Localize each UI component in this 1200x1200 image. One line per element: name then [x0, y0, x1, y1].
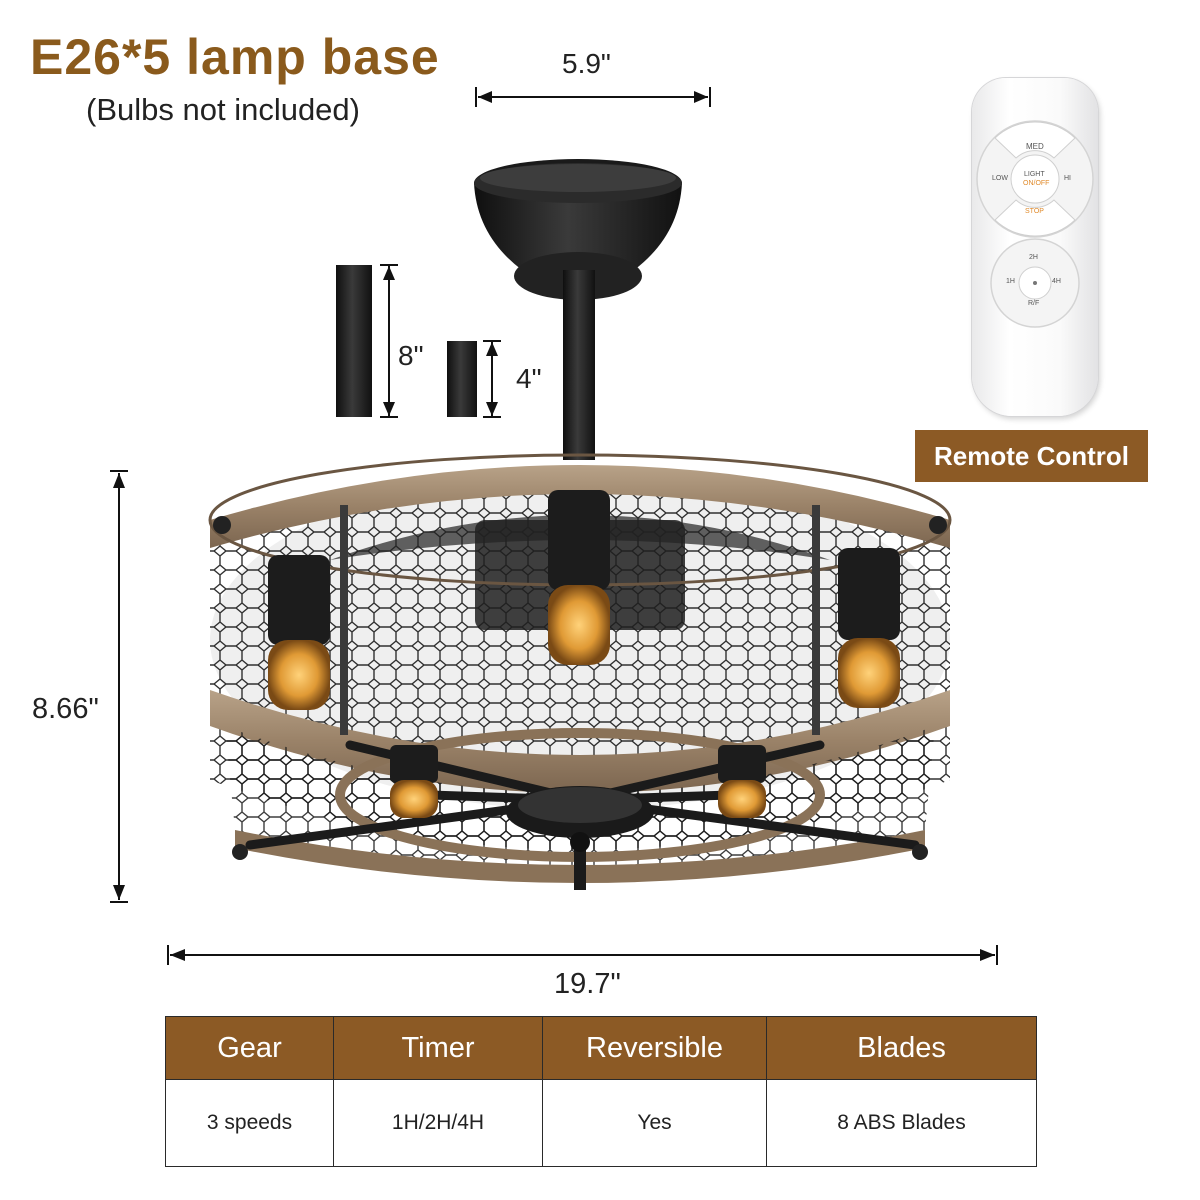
specs-value-row: 3 speeds 1H/2H/4H Yes 8 ABS Blades — [165, 1079, 1037, 1167]
spec-header-gear: Gear — [165, 1016, 334, 1080]
downrod-8in — [336, 265, 372, 417]
fan-downrod — [563, 270, 595, 460]
downrod-8in-label: 8" — [398, 340, 424, 371]
remote-onoff-label: ON/OFF — [1023, 180, 1050, 187]
remote-light-label: LIGHT — [1024, 171, 1045, 178]
remote-control-badge: Remote Control — [915, 430, 1148, 482]
spec-value-reversible: Yes — [542, 1079, 767, 1167]
canopy-width-dimension — [475, 87, 711, 107]
remote-med-label: MED — [1026, 142, 1044, 151]
lamp-sockets — [268, 490, 900, 783]
remote-1h-label: 1H — [1006, 278, 1015, 285]
remote-hi-label: HI — [1064, 175, 1071, 182]
height-label: 8.66" — [32, 693, 99, 725]
downrod-4in — [447, 341, 477, 417]
spec-header-reversible: Reversible — [542, 1016, 767, 1080]
spec-header-timer: Timer — [333, 1016, 543, 1080]
product-title: E26*5 lamp base — [30, 29, 440, 85]
remote-4h-label: 4H — [1052, 278, 1061, 285]
downrod-4in-dimension — [483, 340, 501, 418]
remote-stop-label: STOP — [1025, 208, 1044, 215]
downrod-4in-label: 4" — [516, 363, 542, 394]
width-label: 19.7" — [554, 968, 621, 1000]
remote-low-label: LOW — [992, 175, 1008, 182]
spec-header-blades: Blades — [766, 1016, 1037, 1080]
spec-value-gear: 3 speeds — [165, 1079, 334, 1167]
remote-buttons — [976, 120, 1094, 328]
specs-table: Gear Timer Reversible Blades 3 speeds 1H… — [165, 1016, 1037, 1167]
remote-2h-label: 2H — [1029, 254, 1038, 261]
light-bulbs — [268, 585, 900, 818]
width-dimension — [167, 945, 998, 965]
canopy-width-label: 5.9" — [562, 48, 611, 79]
spec-value-timer: 1H/2H/4H — [333, 1079, 543, 1167]
remote-rf-label: R/F — [1028, 300, 1040, 307]
downrod-8in-dimension — [380, 264, 398, 418]
specs-header-row: Gear Timer Reversible Blades — [165, 1016, 1037, 1080]
spec-value-blades: 8 ABS Blades — [766, 1079, 1037, 1167]
remote-control: MED LOW HI LIGHT ON/OFF STOP 2H 1H 4H R/… — [972, 78, 1098, 416]
height-dimension — [110, 470, 128, 903]
product-subtitle: (Bulbs not included) — [86, 92, 360, 127]
fan-canopy — [474, 159, 682, 300]
